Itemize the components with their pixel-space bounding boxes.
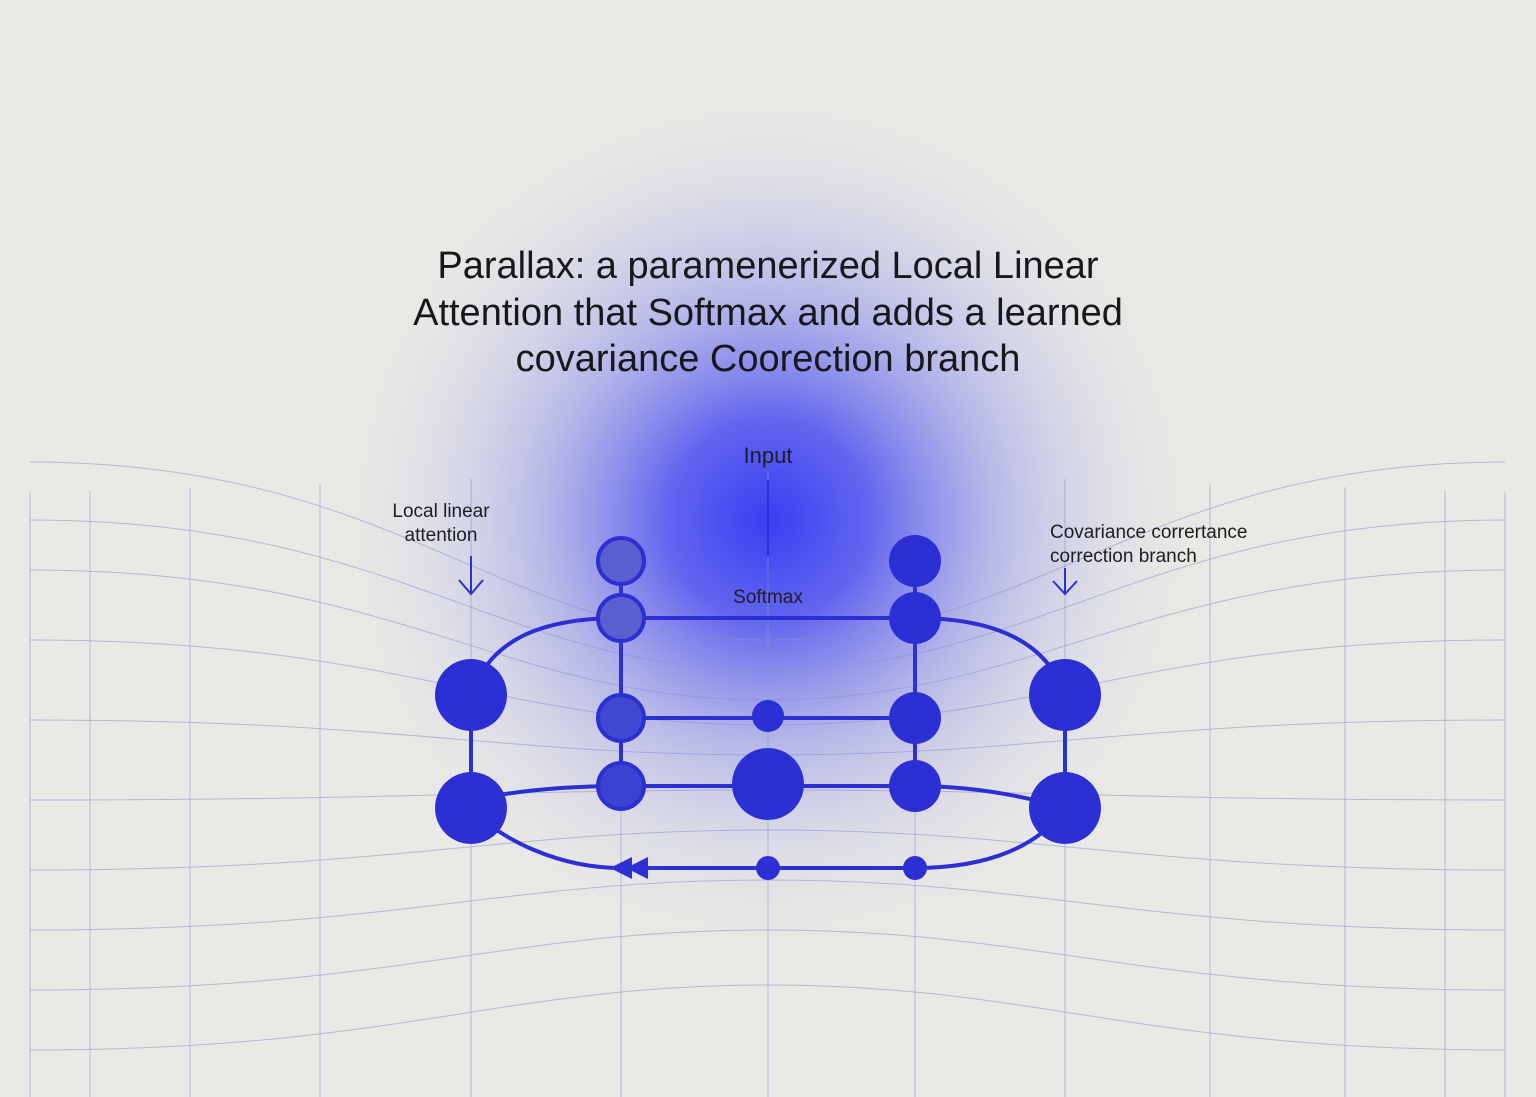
grid-curve-line	[29, 829, 1506, 871]
node-outer-left-top	[435, 659, 507, 731]
left-arrow-icon	[610, 857, 648, 879]
node-bottom-right	[903, 856, 927, 880]
grid-curve-line	[29, 984, 1506, 1051]
node-left-col-top	[596, 536, 646, 586]
node-left-col-4	[596, 761, 646, 811]
grid-curve-line	[29, 929, 1506, 991]
local-linear-label-line-2: attention	[405, 525, 478, 546]
nodes	[435, 535, 1101, 880]
grid-curve-line	[29, 519, 1506, 671]
node-outer-right-bottom	[1029, 772, 1101, 844]
down-arrow-left-icon	[458, 556, 484, 596]
node-right-col-3	[889, 692, 941, 744]
title-line-3: covariance Coorection branch	[516, 338, 1021, 380]
title-line-2: Attention that Softmax and adds a learne…	[413, 292, 1123, 334]
covariance-label-line-2: correction branch	[1050, 546, 1197, 567]
node-outer-right-top	[1029, 659, 1101, 731]
grid-curve-line	[29, 461, 1506, 641]
node-right-col-top	[889, 535, 941, 587]
node-left-col-2	[596, 593, 646, 643]
covariance-label-line-1: Covariance corrertance	[1050, 522, 1247, 543]
node-right-col-4	[889, 760, 941, 812]
local-linear-label-line-1: Local linear	[392, 501, 490, 522]
input-label: Input	[744, 443, 793, 468]
title-line-1: Parallax: a paramenerized Local Linear	[437, 245, 1099, 287]
down-arrow-right-icon	[1052, 568, 1078, 596]
node-right-col-2	[889, 592, 941, 644]
node-center-small	[752, 700, 784, 732]
node-bottom-center	[756, 856, 780, 880]
node-left-col-3	[596, 693, 646, 743]
softmax-label: Softmax	[733, 587, 803, 608]
node-center-large	[732, 748, 804, 820]
node-outer-left-bottom	[435, 772, 507, 844]
